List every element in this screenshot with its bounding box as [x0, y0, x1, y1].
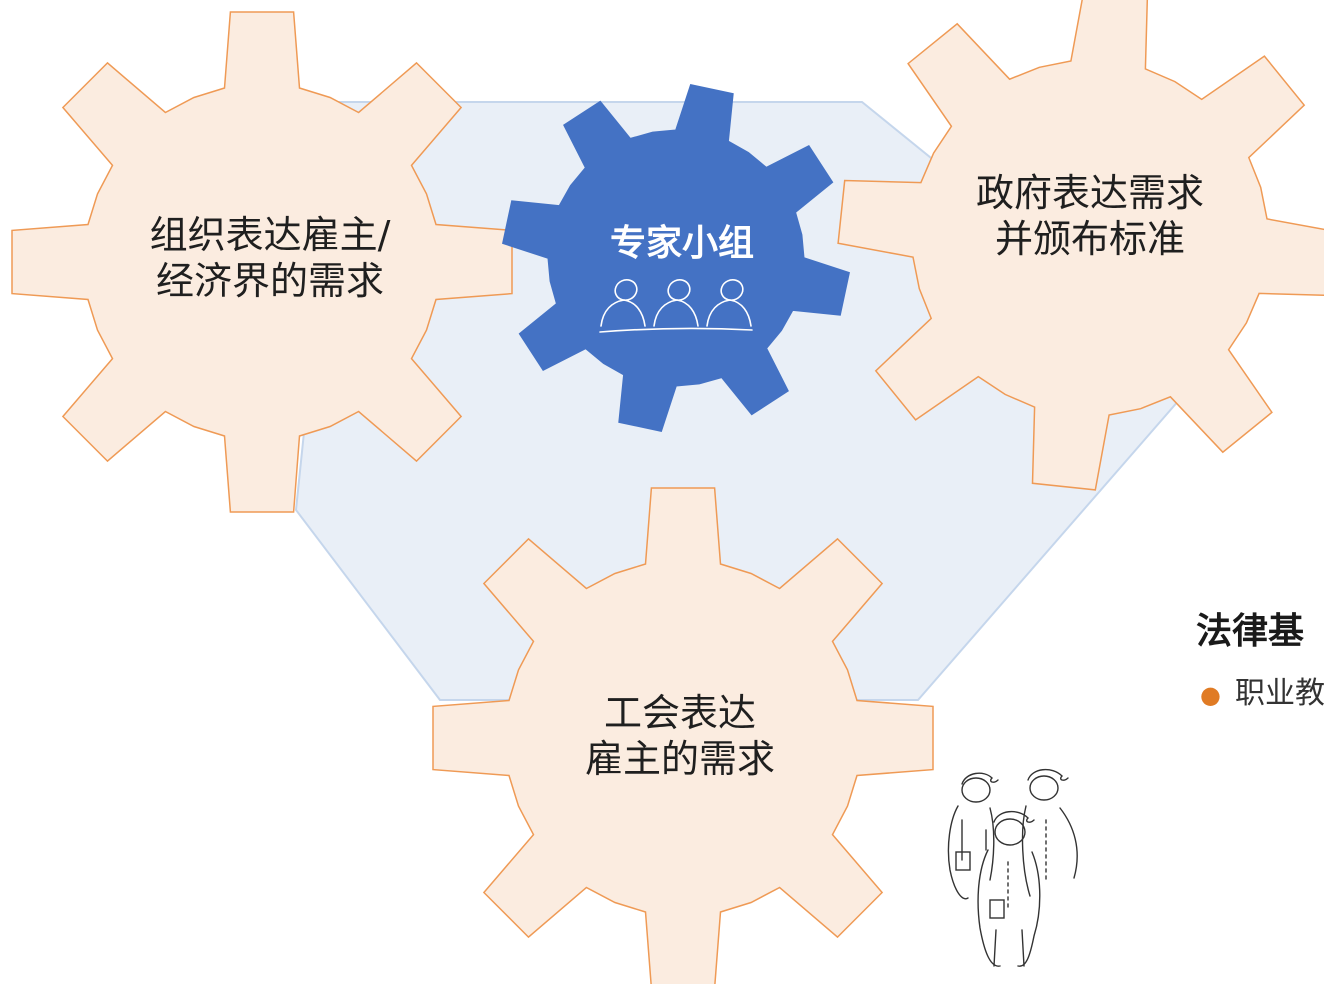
legal-basis-title: 法律基 [1196, 611, 1305, 652]
bottom-gear-label-line2: 雇主的需求 [584, 737, 775, 781]
left-gear-label-line2: 经济界的需求 [155, 259, 384, 303]
right-gear-label-line2: 并颁布标准 [994, 217, 1185, 261]
left-gear-label-line1: 组织表达雇主/ [149, 213, 391, 257]
group-of-people-icon [599, 279, 753, 333]
legal-basis-bullet: ● 职业教 [1200, 668, 1324, 712]
right-gear [837, 0, 1324, 491]
center-gear [502, 84, 850, 432]
bottom-gear-label: 工会表达 雇主的需求 [520, 690, 840, 782]
right-gear-label-line1: 政府表达需求 [975, 171, 1204, 215]
workers-group-icon [947, 769, 1078, 967]
left-gear-label: 组织表达雇主/ 经济界的需求 [110, 212, 430, 304]
bullet-icon: ● [1200, 680, 1221, 709]
left-gear [11, 11, 513, 513]
bottom-gear-label-line1: 工会表达 [603, 691, 756, 735]
right-gear-label: 政府表达需求 并颁布标准 [930, 170, 1250, 262]
legal-basis-bullet-text: 职业教 [1234, 676, 1324, 711]
center-gear-label: 专家小组 [609, 223, 754, 264]
bottom-gear [432, 487, 934, 984]
